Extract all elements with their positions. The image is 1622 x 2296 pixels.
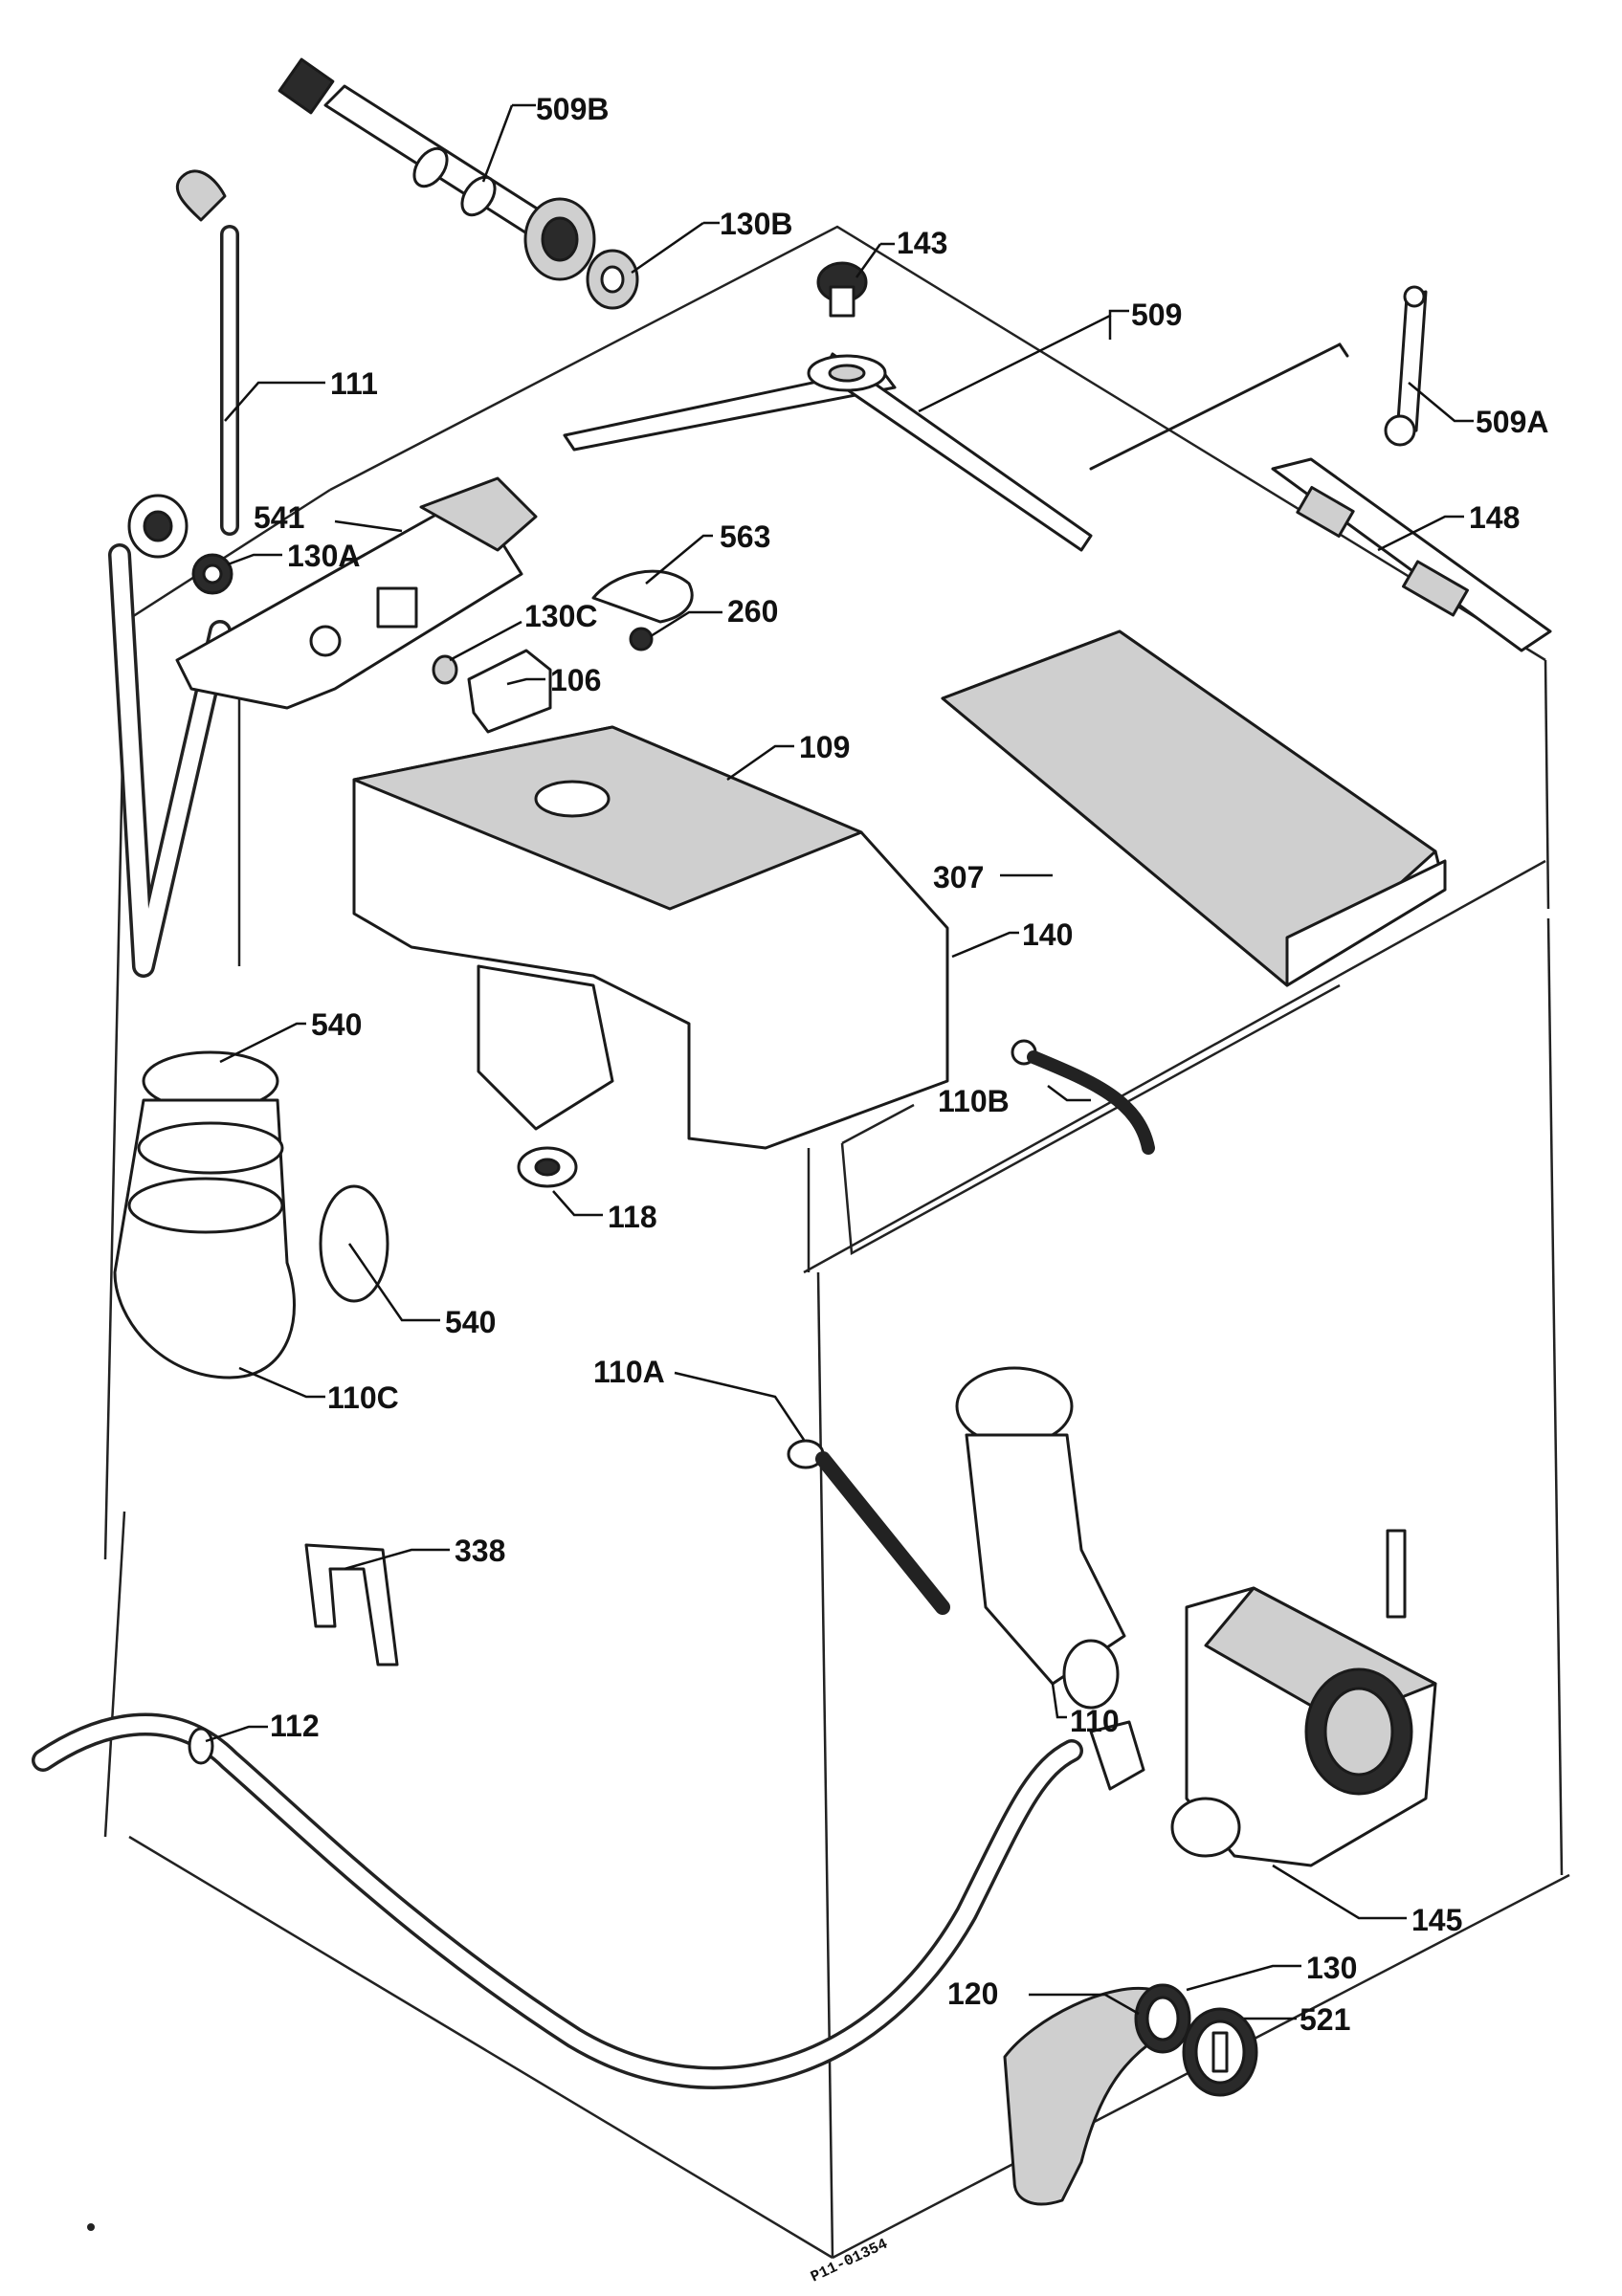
spring-260: [629, 627, 654, 651]
cap-521: [1182, 2007, 1258, 2097]
filter-120: [1003, 1987, 1160, 2206]
callout-110A: 110A: [593, 1355, 665, 1389]
drain-pump-145: [1170, 1529, 1437, 1867]
callout-110C: 110C: [327, 1380, 399, 1415]
callout-540-side: 540: [445, 1305, 496, 1339]
callout-110: 110: [1070, 1704, 1120, 1738]
callout-112: 112: [270, 1709, 320, 1743]
inlet-hose-111: [108, 169, 239, 978]
callout-130C: 130C: [524, 599, 598, 633]
washer-130b: [586, 249, 639, 310]
pump-hose-110: [955, 1366, 1126, 1710]
leader-lines: [205, 103, 1474, 2020]
drain-hose-112: [32, 1712, 1145, 2089]
callout-110B: 110B: [938, 1084, 1010, 1118]
callout-521: 521: [1300, 2002, 1350, 2037]
hose-110a: [787, 1439, 950, 1615]
callout-509B: 509B: [536, 92, 610, 126]
callout-260: 260: [727, 594, 778, 629]
cover-563: [591, 569, 694, 624]
gear-118: [517, 1146, 578, 1188]
hose-clip-338: [304, 1543, 399, 1667]
seal-130: [1134, 1983, 1191, 2054]
callout-109: 109: [799, 730, 850, 764]
callout-140: 140: [1022, 917, 1073, 952]
bracket-541: [175, 476, 538, 710]
arm-509a: [1384, 285, 1428, 447]
bellows-110c: [113, 1098, 389, 1380]
handle-148: [1271, 457, 1552, 652]
callout-541: 541: [254, 500, 304, 535]
detergent-drawer-307: [941, 629, 1447, 987]
callout-509A: 509A: [1476, 405, 1549, 439]
inlet-valve-509b: [278, 57, 596, 281]
rod-509: [1089, 342, 1349, 471]
switch-106: [432, 649, 552, 734]
callout-148: 148: [1469, 500, 1520, 535]
stray-dot: [87, 2223, 95, 2231]
hose-110b: [1011, 1039, 1155, 1155]
callout-120: 120: [947, 1976, 998, 2011]
callout-338: 338: [455, 1534, 505, 1568]
callout-143: 143: [897, 226, 947, 260]
callout-106: 106: [550, 663, 601, 697]
callout-118: 118: [608, 1200, 657, 1234]
drawing-code: P11-01354: [809, 2236, 891, 2286]
washer-130a: [191, 553, 233, 595]
callout-130B: 130B: [720, 207, 793, 241]
callout-130: 130: [1306, 1951, 1357, 1985]
callout-563: 563: [720, 519, 770, 554]
callout-540-top: 540: [311, 1007, 362, 1042]
callout-145: 145: [1411, 1903, 1462, 1937]
callout-111: 111: [330, 366, 378, 401]
lever-509: [563, 352, 1093, 552]
dispenser-housing-109: [352, 725, 949, 1150]
callout-130A: 130A: [287, 539, 361, 573]
cabinet-outline: [103, 225, 1570, 2260]
callout-307: 307: [933, 860, 984, 894]
knob-143: [816, 261, 868, 318]
callout-509: 509: [1131, 298, 1182, 332]
callout-labels: 509B 130B 143 509 509A 111 541 130A 563 …: [254, 92, 1549, 2286]
